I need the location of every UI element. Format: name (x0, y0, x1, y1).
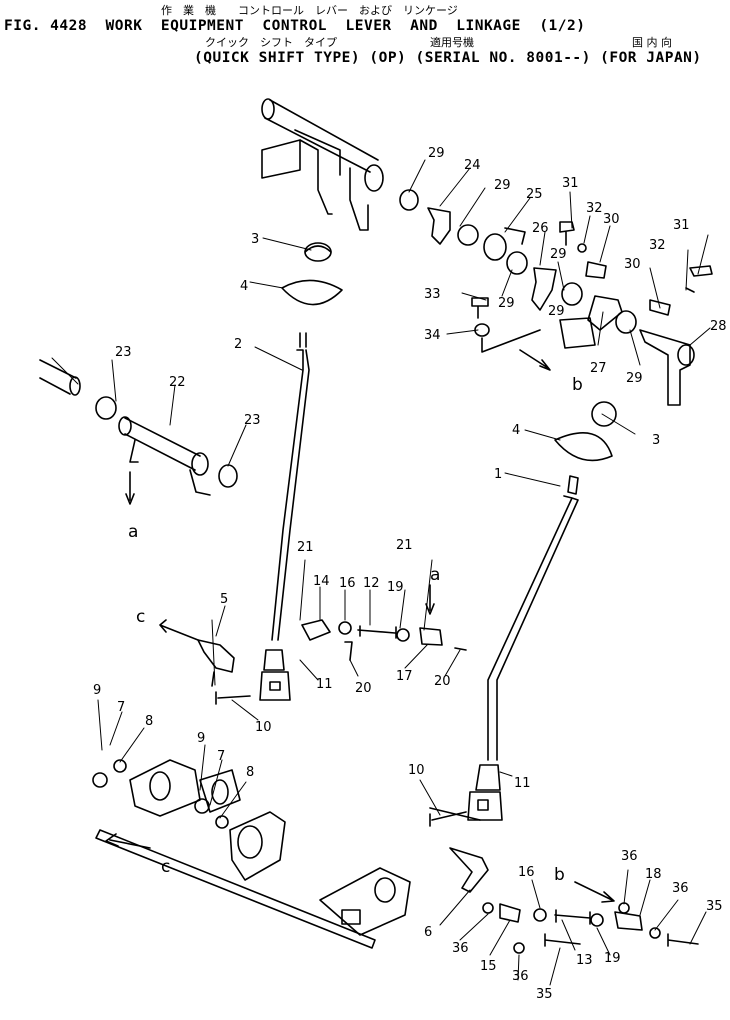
callout-36: 36 (452, 941, 469, 956)
callout-19: 19 (604, 951, 621, 966)
callout-29: 29 (626, 371, 643, 386)
callout-16: 16 (518, 865, 535, 880)
callout-30: 30 (603, 212, 620, 227)
callout-31: 31 (562, 176, 579, 191)
callout-36: 36 (512, 969, 529, 984)
figure-title: FIG. 4428 WORK EQUIPMENT CONTROL LEVER A… (4, 18, 586, 34)
callout-36: 36 (672, 881, 689, 896)
callout-35: 35 (706, 899, 723, 914)
callout-34: 34 (424, 328, 441, 343)
callout-29: 29 (494, 178, 511, 193)
callout-10: 10 (408, 763, 425, 778)
callout-29: 29 (428, 146, 445, 161)
callout-12: 12 (363, 576, 380, 591)
lower-right-linkage (429, 811, 699, 954)
callout-21: 21 (396, 538, 413, 553)
callout-numbers: 1 2 3 3 4 4 5 6 7 7 8 8 9 9 10 10 11 11 … (93, 146, 727, 1002)
callout-11: 11 (316, 677, 333, 692)
callout-27: 27 (590, 361, 607, 376)
lever-left (259, 242, 343, 701)
callout-1: 1 (494, 467, 502, 482)
subtitle-jp-market: 国 内 向 (632, 36, 672, 49)
mid-linkage (159, 584, 467, 705)
arrow-ref-c: c (136, 607, 145, 627)
callout-8: 8 (145, 714, 153, 729)
title-japanese: 作 業 機 コントロール レバー および リンケージ (161, 4, 458, 17)
callout-7: 7 (217, 749, 225, 764)
callout-8: 8 (246, 765, 254, 780)
callout-7: 7 (117, 700, 125, 715)
callout-26: 26 (532, 221, 549, 236)
callout-30: 30 (624, 257, 641, 272)
callout-11: 11 (514, 776, 531, 791)
callout-19: 19 (387, 580, 404, 595)
callout-20: 20 (355, 681, 372, 696)
callout-14: 14 (313, 574, 330, 589)
callout-32: 32 (649, 238, 666, 253)
callout-29: 29 (498, 296, 515, 311)
callout-6: 6 (424, 925, 432, 940)
callout-2: 2 (234, 337, 242, 352)
callout-22: 22 (169, 375, 186, 390)
arrow-ref-c: c (161, 857, 170, 877)
callout-23: 23 (244, 413, 261, 428)
upper-right-linkage (399, 189, 713, 406)
callout-21: 21 (297, 540, 314, 555)
arrow-ref-b: b (572, 375, 583, 395)
callout-9: 9 (197, 731, 205, 746)
callout-10: 10 (255, 720, 272, 735)
callout-17: 17 (396, 669, 413, 684)
callout-5: 5 (220, 592, 228, 607)
callout-32: 32 (586, 201, 603, 216)
callout-16: 16 (339, 576, 356, 591)
figure-subtitle: (QUICK SHIFT TYPE) (OP) (SERIAL NO. 8001… (194, 50, 702, 66)
base-frame (92, 759, 481, 949)
callout-25: 25 (526, 187, 543, 202)
callout-23: 23 (115, 345, 132, 360)
arrow-ref-a: a (430, 565, 440, 585)
callout-4: 4 (512, 423, 520, 438)
callout-35: 35 (536, 987, 553, 1002)
callout-33: 33 (424, 287, 441, 302)
callout-15: 15 (480, 959, 497, 974)
callout-31: 31 (673, 218, 690, 233)
callout-13: 13 (576, 953, 593, 968)
arrow-ref-a: a (128, 522, 138, 542)
subtitle-jp-type: クイック シフト タイプ (205, 36, 337, 49)
lever-right (467, 401, 617, 821)
callout-28: 28 (710, 319, 727, 334)
callout-3: 3 (652, 433, 660, 448)
left-shaft-assembly (39, 359, 238, 505)
subtitle-jp-serial: 適用号機 (430, 36, 474, 49)
callout-18: 18 (645, 867, 662, 882)
callout-24: 24 (464, 158, 481, 173)
leader-lines (51, 159, 711, 986)
arrow-ref-b: b (554, 865, 565, 885)
upper-shaft-bracket (261, 98, 384, 231)
callout-29: 29 (550, 247, 567, 262)
callout-36: 36 (621, 849, 638, 864)
callout-3: 3 (251, 232, 259, 247)
callout-9: 9 (93, 683, 101, 698)
callout-4: 4 (240, 279, 248, 294)
callout-20: 20 (434, 674, 451, 689)
callout-29: 29 (548, 304, 565, 319)
